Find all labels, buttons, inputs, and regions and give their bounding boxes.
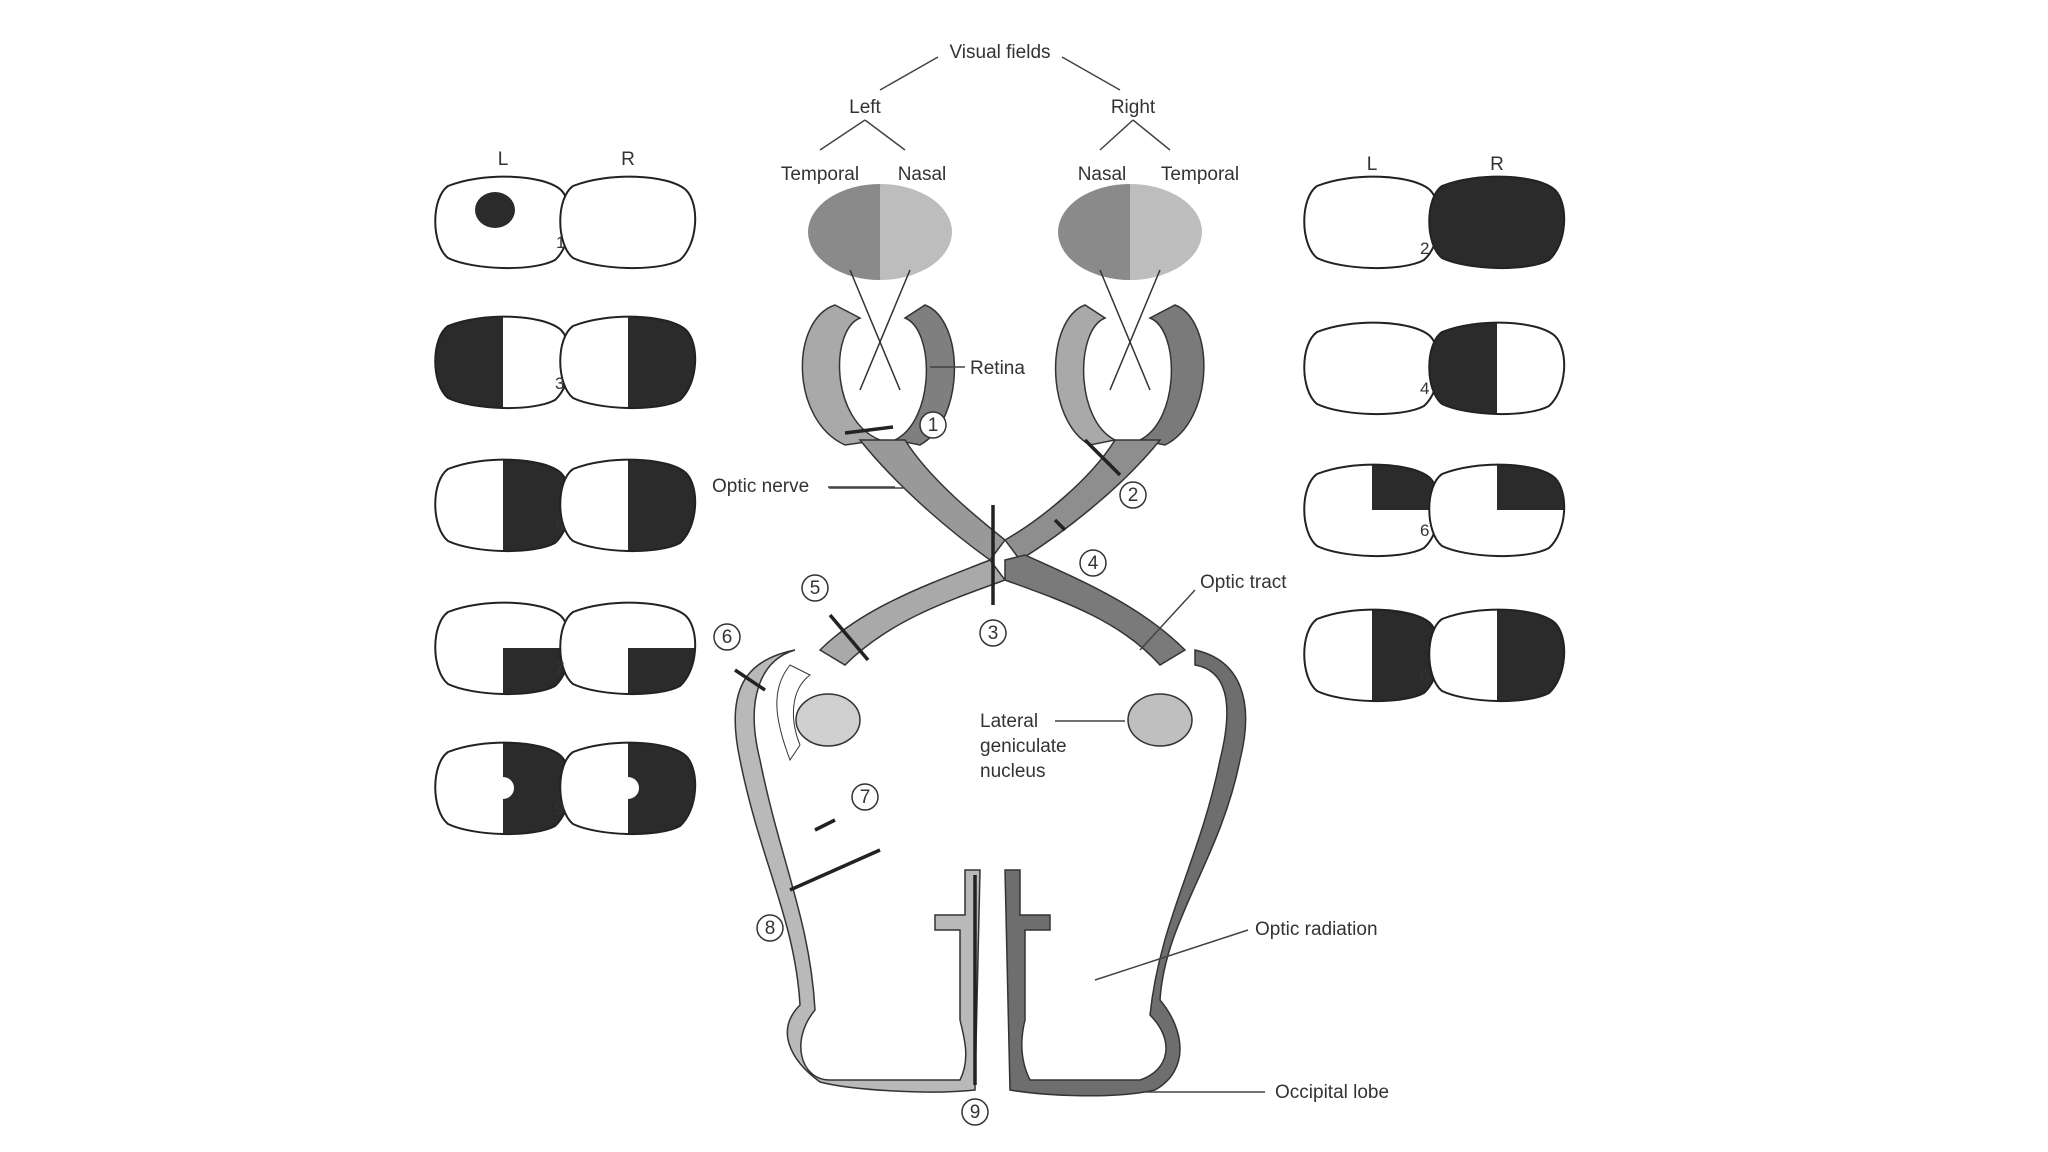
left-visual-pathway	[734, 304, 1007, 1093]
defect-2-right-eye	[1428, 175, 1566, 270]
defect-5-left-eye	[434, 458, 572, 553]
header-tree: Visual fields Left Right Temporal Nasal …	[781, 42, 1239, 185]
lesion-5: 5	[810, 578, 821, 599]
field-defects: 1 2 3 4 5 6 7 8 9	[434, 175, 1566, 836]
lgn-label-line3: nucleus	[980, 761, 1046, 782]
cut-1	[844, 425, 894, 435]
defect-number-4: 4	[1420, 379, 1429, 398]
cut-2	[1083, 438, 1122, 477]
left-eye-field-disc	[808, 184, 952, 280]
defect-7-left-eye	[434, 601, 572, 696]
lesion-3: 3	[988, 623, 999, 644]
col-left-R: R	[621, 149, 635, 170]
optic-tract-label: Optic tract	[1200, 572, 1287, 593]
left-nasal-label: Nasal	[898, 164, 947, 185]
lgn-label-line1: Lateral	[980, 711, 1038, 732]
right-visual-pathway	[1003, 304, 1247, 1097]
left-field-label: Left	[849, 97, 881, 118]
right-temporal-label: Temporal	[1161, 164, 1239, 185]
cut-5	[828, 613, 870, 662]
defect-9-left-eye	[434, 741, 572, 836]
lesion-cuts	[734, 425, 1122, 1085]
defect-3-right-eye	[559, 315, 697, 410]
cut-7	[814, 818, 836, 832]
defect-9-right-eye	[559, 741, 697, 836]
optic-nerve-label: Optic nerve	[712, 476, 809, 497]
defect-number-8: 8	[1420, 667, 1429, 686]
optic-radiation-label: Optic radiation	[1255, 919, 1378, 940]
lgn-label-line2: geniculate	[980, 736, 1067, 757]
cut-8	[789, 848, 881, 892]
defect-7-right-eye	[559, 601, 697, 696]
defect-number-2: 2	[1420, 239, 1429, 258]
structure-labels: Retina Optic nerve Optic tract Lateral g…	[712, 358, 1389, 1103]
visual-fields-label: Visual fields	[949, 42, 1050, 63]
retina-label: Retina	[970, 358, 1025, 379]
defect-1-right-eye	[559, 175, 697, 270]
lesion-8: 8	[765, 918, 776, 939]
cut-4	[1053, 518, 1067, 532]
defect-1-left-eye	[434, 175, 572, 270]
lesion-2: 2	[1128, 485, 1139, 506]
lesion-6: 6	[722, 627, 733, 648]
col-right-L: L	[1367, 154, 1378, 175]
left-temporal-label: Temporal	[781, 164, 859, 185]
right-nasal-label: Nasal	[1078, 164, 1127, 185]
occipital-lobe-label: Occipital lobe	[1275, 1082, 1389, 1103]
defect-number-3: 3	[555, 374, 564, 393]
defect-number-9: 9	[555, 799, 564, 818]
defect-number-5: 5	[555, 517, 564, 536]
defect-4-right-eye	[1428, 321, 1566, 416]
lesion-4: 4	[1088, 553, 1099, 574]
defect-number-6: 6	[1420, 521, 1429, 540]
ray-arrows	[849, 269, 1161, 391]
lesion-7: 7	[860, 787, 871, 808]
defect-6-right-eye	[1428, 463, 1566, 558]
lesion-9: 9	[970, 1102, 981, 1123]
defect-3-left-eye	[434, 315, 572, 410]
defect-4-left-eye	[1303, 321, 1441, 416]
lesion-markers: 1 2 3 4 5 6 7 8 9	[713, 411, 1147, 1126]
lesion-1: 1	[928, 415, 939, 436]
defect-2-left-eye	[1303, 175, 1441, 270]
defect-5-right-eye	[559, 458, 697, 553]
defect-number-7: 7	[555, 659, 564, 678]
col-left-L: L	[498, 149, 509, 170]
defect-8-right-eye	[1428, 608, 1566, 703]
cut-6	[734, 668, 766, 692]
defect-8-left-eye	[1303, 608, 1441, 703]
col-right-R: R	[1490, 154, 1504, 175]
defect-number-1: 1	[556, 233, 565, 252]
right-field-label: Right	[1111, 97, 1156, 118]
right-eye-field-disc	[1058, 184, 1202, 280]
